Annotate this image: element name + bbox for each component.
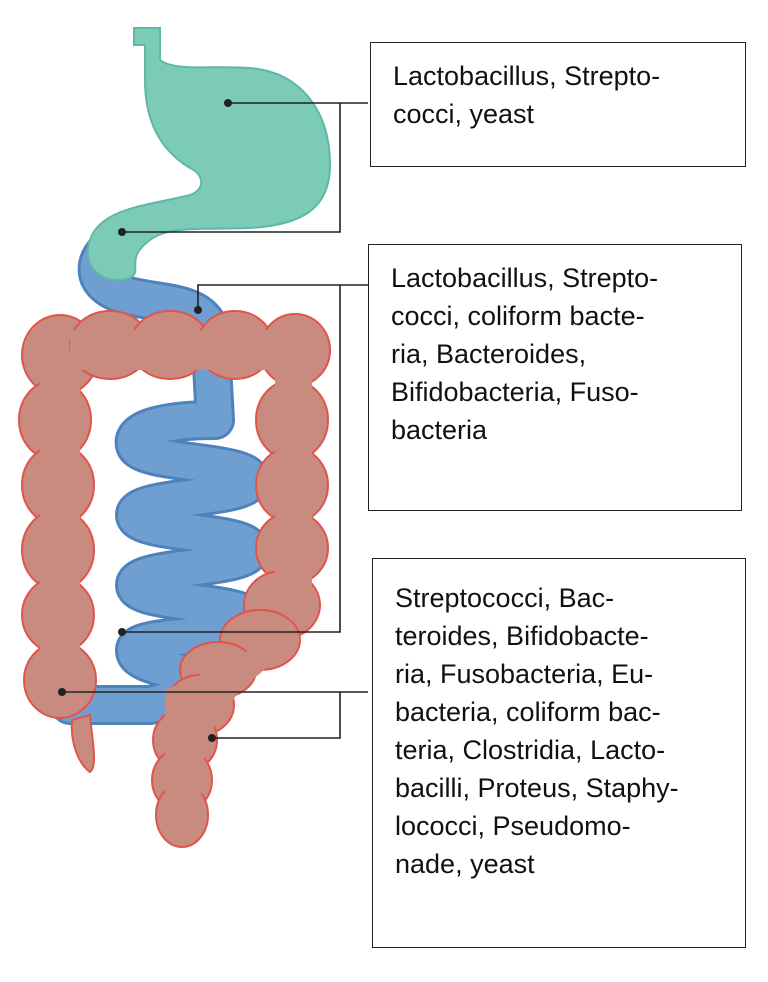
colon-body — [165, 620, 300, 820]
appendix — [70, 713, 96, 774]
large-intestine-bacteria-text: Streptococci, Bac- teroides, Bifidobacte… — [395, 583, 679, 879]
large-intestine — [18, 310, 331, 848]
marker-dot — [58, 688, 66, 696]
marker-dot — [194, 306, 202, 314]
stomach — [86, 27, 332, 282]
small-intestine-bacteria-text: Lactobacillus, Strepto- cocci, coliform … — [391, 263, 659, 445]
large-intestine-bacteria-label: Streptococci, Bac- teroides, Bifidobacte… — [372, 558, 746, 948]
leader-line-large-intestine — [62, 691, 368, 739]
marker-dot — [118, 228, 126, 236]
leader-lines — [62, 102, 368, 739]
marker-dot — [118, 628, 126, 636]
marker-dot — [224, 99, 232, 107]
stomach-bacteria-label: Lactobacillus, Strepto- cocci, yeast — [370, 42, 746, 167]
small-intestine-bacteria-label: Lactobacillus, Strepto- cocci, coliform … — [368, 244, 742, 511]
leader-dots — [58, 99, 232, 742]
colon-body — [70, 330, 320, 370]
marker-dot — [208, 734, 216, 742]
leader-line-stomach — [122, 102, 368, 233]
colon-body — [40, 355, 80, 690]
stomach-bacteria-text: Lactobacillus, Strepto- cocci, yeast — [393, 61, 661, 129]
colon-body — [275, 350, 312, 600]
leader-line-small-intestine — [122, 284, 368, 633]
